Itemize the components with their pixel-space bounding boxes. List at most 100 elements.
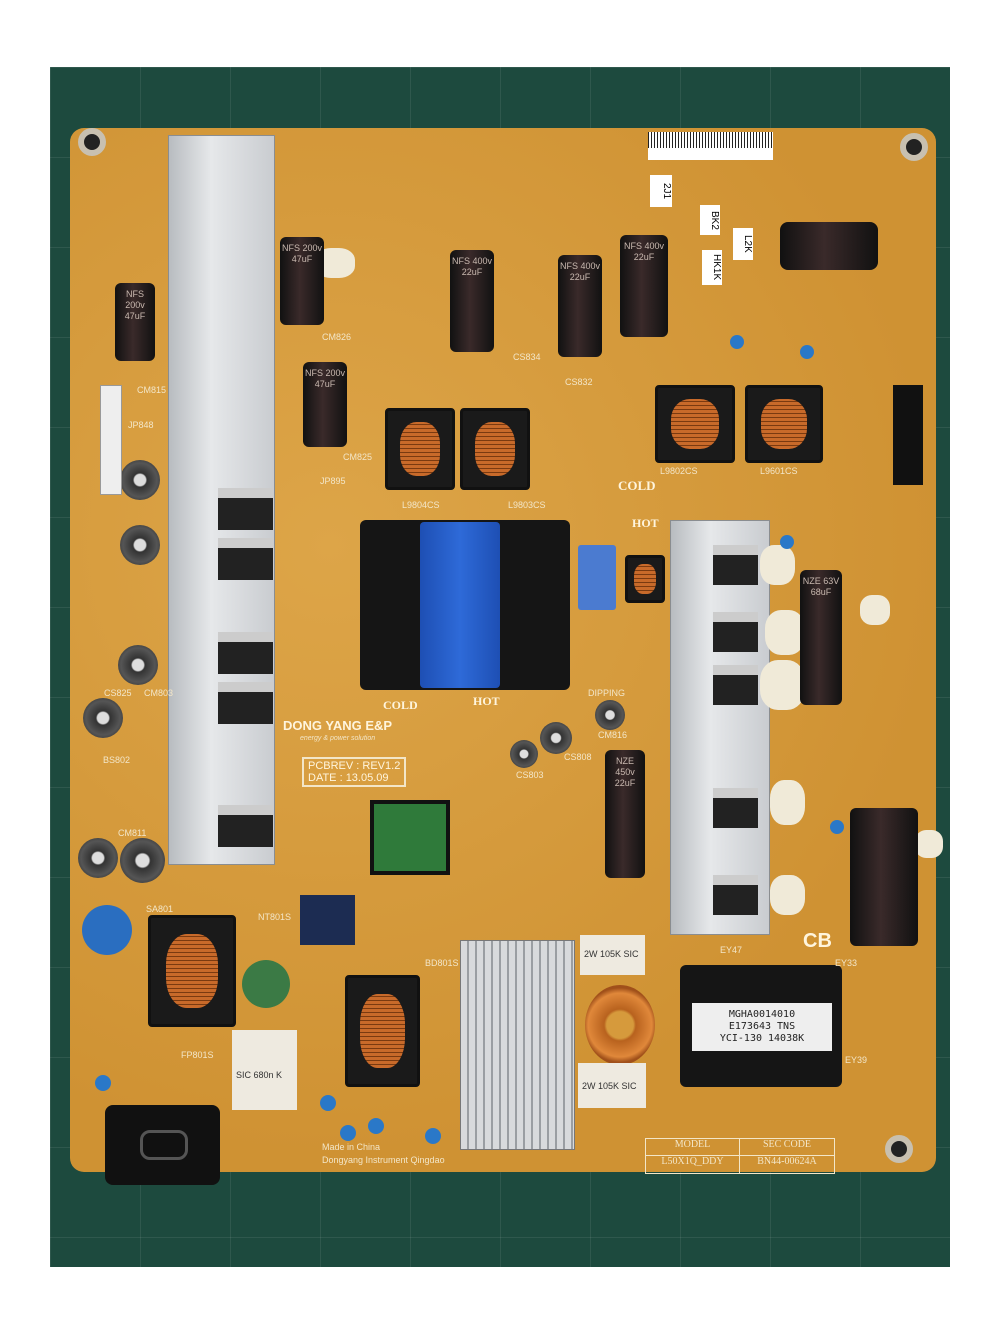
ceramic-capacitor [368,1118,384,1134]
small-capacitor [595,700,625,730]
ref-label: SA801 [146,904,174,914]
model-value: L50X1Q_DDY [646,1156,740,1173]
transistor [713,545,758,585]
ref-label: CS803 [516,770,544,780]
film-capacitor: 2W 105K SIC [578,1063,646,1108]
capacitor: NFS 200v 47uF [280,237,324,325]
thermistor [242,960,290,1008]
film-cap-label: 2W 105K SIC [582,1081,637,1091]
mounting-hole [78,128,106,156]
capacitor [780,222,878,270]
ref-label: L9804CS [402,500,440,510]
cold-label: COLD [383,698,418,712]
transistor [218,682,273,724]
x2-capacitor: SIC 680n K [232,1030,297,1110]
ceramic-capacitor [425,1128,441,1144]
cap-label: NFS 400v 22uF [559,261,601,282]
signal-connector [100,385,122,495]
glue-blob [765,610,805,655]
cap-label: NFS 200v 47uF [304,368,346,389]
capacitor: NFS 400v 22uF [558,255,602,357]
ref-label: CS832 [565,377,593,387]
transistor [713,875,758,915]
cap-label: NZE 450v 22uF [614,756,636,788]
dipping-label: DIPPING [588,688,626,698]
transistor [218,538,273,580]
small-capacitor [120,460,160,500]
ref-label: CM803 [144,688,174,698]
model-header: MODEL [646,1139,740,1156]
ceramic-capacitor [830,820,844,834]
sec-code-value: BN44-00624A [757,1156,817,1167]
cap-label: NFS 200v 47uF [281,243,323,264]
ref-label: NT801S [258,912,292,922]
cap-label: NFS 400v 22uF [623,241,665,262]
y-capacitor [578,545,616,610]
ref-label: CM826 [322,332,352,342]
ceramic-capacitor [320,1095,336,1111]
capacitor: NFS 200v 47uF [303,362,347,447]
sticker: 2J1 [650,175,672,207]
glue-blob [770,875,805,915]
film-capacitor: 2W 105K SIC [580,935,645,975]
sec-code-header: SEC CODE [740,1139,834,1156]
ref-label: EY47 [720,945,743,955]
sticker-text: HK1K [711,254,722,281]
ref-label: FP801S [181,1050,214,1060]
cap-label: NFS 400v 22uF [451,256,493,277]
ref-label: CS834 [513,352,541,362]
maker-tagline: energy & power solution [300,735,376,742]
sticker: L2K [733,228,753,260]
small-capacitor [540,722,572,754]
cb-label: CB [803,930,832,952]
ref-label: BD801S [425,958,459,968]
hot-label: HOT [473,694,500,708]
standby-transformer [370,800,450,875]
factory-label: Dongyang Instrument Qingdao [322,1155,445,1165]
film-cap-label: 2W 105K SIC [584,949,639,959]
capacitor: NZE 450v 22uF [605,750,645,878]
ref-label: JP895 [320,476,346,486]
pcb-revision-box: PCBREV : REV1.2 DATE : 13.05.09 [302,757,407,787]
sticker: BK2 [700,205,720,235]
ref-label: CM811 [118,828,147,838]
ref-label: L9601CS [760,466,798,476]
transistor [218,805,273,847]
ceramic-capacitor [780,535,794,549]
transformer-tape [420,522,500,688]
ref-label: CM815 [137,385,167,395]
cold-label: COLD [618,478,656,493]
pcb-rev: PCBREV : REV1.2 [308,760,401,772]
transformer-part: MGHA0014010 [728,1009,796,1020]
ref-label: JP848 [128,420,154,430]
transistor [218,632,273,674]
glue-blob [770,780,805,825]
ref-label: CM825 [343,452,373,462]
capacitor: NFS 400v 22uF [450,250,494,352]
transistor [218,488,273,530]
ref-label: L9803CS [508,500,546,510]
ac-inlet-socket [105,1105,220,1185]
sticker: HK1K [702,250,722,285]
sticker-text: 2J1 [661,182,672,200]
small-capacitor [510,740,538,768]
ceramic-capacitor [95,1075,111,1091]
ref-label: CS808 [564,752,592,762]
maker-logo: DONG YANG E&P [283,718,393,733]
glue-blob [760,660,805,710]
transistor [713,612,758,652]
ceramic-capacitor [340,1125,356,1141]
glue-blob [860,595,890,625]
glue-blob [915,830,943,858]
model-table: MODEL SEC CODE L50X1Q_DDY BN44-00624A [645,1138,835,1174]
cap-label: NZE 63V 68uF [802,576,840,597]
capacitor [850,808,918,946]
small-capacitor [78,838,118,878]
output-connector [893,385,923,485]
line-filter [148,915,236,1027]
inductor [745,385,823,463]
ceramic-capacitor [730,335,744,349]
socket-pins [140,1130,188,1160]
transformer-code: YCI-130 14038K [719,1033,805,1044]
toroid-inductor [585,985,655,1065]
